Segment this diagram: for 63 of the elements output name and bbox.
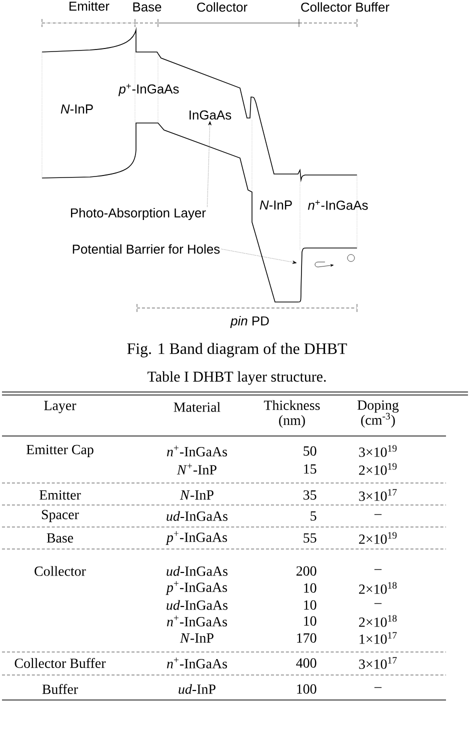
table-cell: 10 <box>304 616 316 626</box>
table-cell: N-InP <box>180 633 214 643</box>
table-cell: 170 <box>297 633 316 643</box>
header-cell: Doping (cm$^{-3}$) <box>357 400 399 428</box>
table-cell: 3×10$^{17}$ <box>359 489 397 501</box>
table-cell: 3×10$^{17}$ <box>359 657 397 669</box>
region-label: Base <box>133 2 162 12</box>
table-cell: 50 <box>304 446 316 456</box>
table-cell: 2×10$^{18}$ <box>359 615 397 627</box>
table-cell: Collector Buffer <box>14 658 106 668</box>
table-cell: – <box>374 687 382 688</box>
table-cell: p$^{+}$-InGaAs <box>166 581 227 595</box>
table-cell: N-InP <box>180 490 214 500</box>
table-cell: 200 <box>296 566 316 576</box>
table-cell: 10 <box>304 600 316 610</box>
table-cell: 100 <box>297 684 316 694</box>
table-cell: ud-InP <box>178 684 216 694</box>
table-cell: 10 <box>304 583 316 593</box>
table-title: Table I DHBT layer structure. <box>148 371 326 385</box>
table-cell: – <box>374 569 382 570</box>
table-cell: Collector <box>34 566 86 576</box>
table-cell: 1×10$^{17}$ <box>360 632 397 644</box>
region-label: Collector <box>197 2 248 12</box>
figure-caption: Fig. 1 Band diagram of the DHBT <box>127 342 347 358</box>
table-cell: 2×10$^{19}$ <box>359 532 397 544</box>
table-cell: n$^{+}$-InGaAs <box>167 616 227 626</box>
layer-label: p$^{+}$-InGaAs <box>118 84 179 96</box>
header-cell: Thickness (nm) <box>264 400 320 428</box>
table-cell: 2×10$^{18}$ <box>359 582 397 594</box>
table-cell: Base <box>46 533 74 543</box>
layer-label: N-InP <box>60 104 93 114</box>
table-cell: n$^{+}$-InGaAs <box>167 658 227 668</box>
dimension-label: pin PD <box>230 316 269 328</box>
layer-label: N-InP <box>260 200 292 210</box>
table-cell: 35 <box>304 490 316 500</box>
region-label: Collector Buffer <box>301 2 390 12</box>
table-cell: 15 <box>304 464 316 474</box>
table-cell: Emitter Cap <box>26 444 94 458</box>
leader-line <box>221 248 297 264</box>
table-cell: Emitter <box>40 490 81 500</box>
layer-label: n$^{+}$-InGaAs <box>308 200 368 210</box>
table-cell: n$^{+}$-InGaAs <box>167 446 227 456</box>
callout-text: Photo-Absorption Layer <box>71 208 206 220</box>
header-cell: Material <box>174 402 220 412</box>
table-cell: ud-InGaAs <box>166 600 228 610</box>
table-cell: ud-InGaAs <box>166 511 228 521</box>
region-label: Emitter <box>70 1 110 11</box>
table-cell: 55 <box>304 533 316 543</box>
table-cell: 2×10$^{19}$ <box>359 463 397 475</box>
table-cell: – <box>374 603 382 604</box>
table-cell: ud-InGaAs <box>166 566 228 576</box>
table-cell: 5 <box>310 511 316 521</box>
layer-label: InGaAs <box>190 110 232 120</box>
table-cell: N$^{+}$-InP <box>176 464 216 474</box>
leader-line <box>207 121 212 207</box>
table-cell: 400 <box>296 658 316 668</box>
callout-text: Potential Barrier for Holes <box>72 244 220 254</box>
table-cell: Buffer <box>42 684 78 694</box>
table-cell: p$^{+}$-InGaAs <box>166 531 227 545</box>
table-cell: 3×10$^{19}$ <box>359 445 397 457</box>
header-cell: Layer <box>44 400 76 414</box>
table-cell: Spacer <box>42 510 79 522</box>
table-cell: – <box>374 514 382 515</box>
